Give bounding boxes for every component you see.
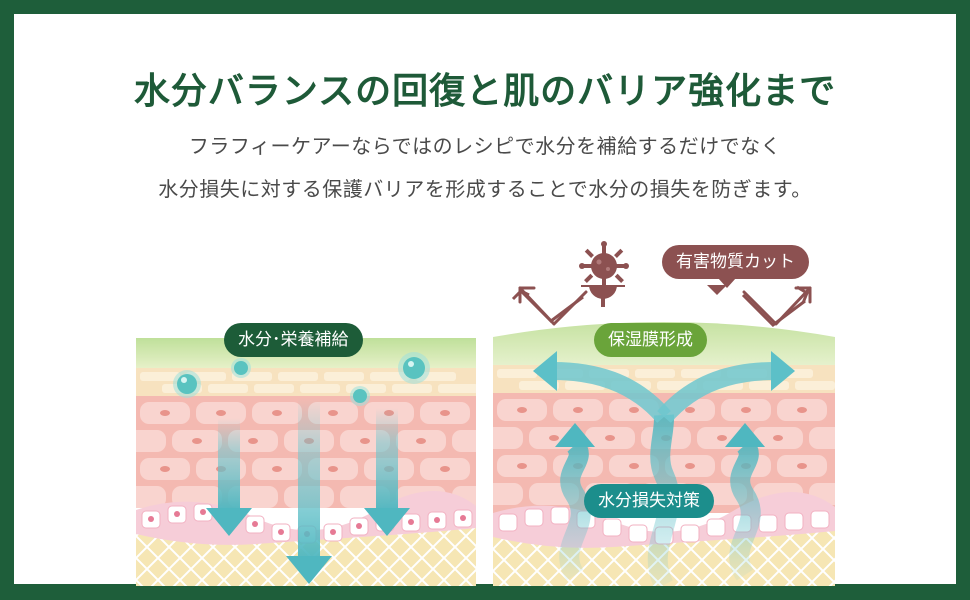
moisture-arrow-icon <box>364 408 410 536</box>
deflect-arrows <box>518 286 812 326</box>
label-moisture-nutrition: 水分･栄養補給 <box>224 323 363 357</box>
deflect-arrow-icon <box>518 286 588 326</box>
page-title: 水分バランスの回復と肌のバリア強化まで <box>133 71 837 112</box>
moisture-droplet-icon <box>398 352 430 384</box>
label-barrier-film: 保湿膜形成 <box>594 323 707 357</box>
moisture-arrow-icon <box>206 418 252 536</box>
label-moisture-loss: 水分損失対策 <box>584 484 714 518</box>
moisture-arrow-icon <box>286 398 332 584</box>
moisture-droplet-icon <box>231 358 251 378</box>
barrier-illustration <box>493 285 835 586</box>
description-line-2: 水分損失に対する保護バリアを形成することで水分の損失を防ぎます。 <box>158 177 812 201</box>
moisture-droplet-icon <box>350 386 370 406</box>
deflect-arrow-icon <box>742 286 812 326</box>
virus-icon <box>581 285 625 307</box>
harmful-label-pointer <box>718 278 736 288</box>
moisture-retention-arrow-icon <box>725 423 765 581</box>
barrier-split-arrow-icon <box>533 351 795 586</box>
moisture-retention-arrow-icon <box>555 423 595 581</box>
skin-cross-section-left <box>136 338 476 586</box>
virus-icon <box>579 241 629 291</box>
label-harmful-cut: 有害物質カット <box>662 245 809 279</box>
moisture-droplet-icon <box>173 370 201 398</box>
skin-cross-section-right <box>493 285 835 586</box>
moisture-supply-illustration <box>136 338 476 586</box>
description-line-1: フラフィーケアーならではのレシピで水分を補給するだけでなく <box>188 134 782 158</box>
